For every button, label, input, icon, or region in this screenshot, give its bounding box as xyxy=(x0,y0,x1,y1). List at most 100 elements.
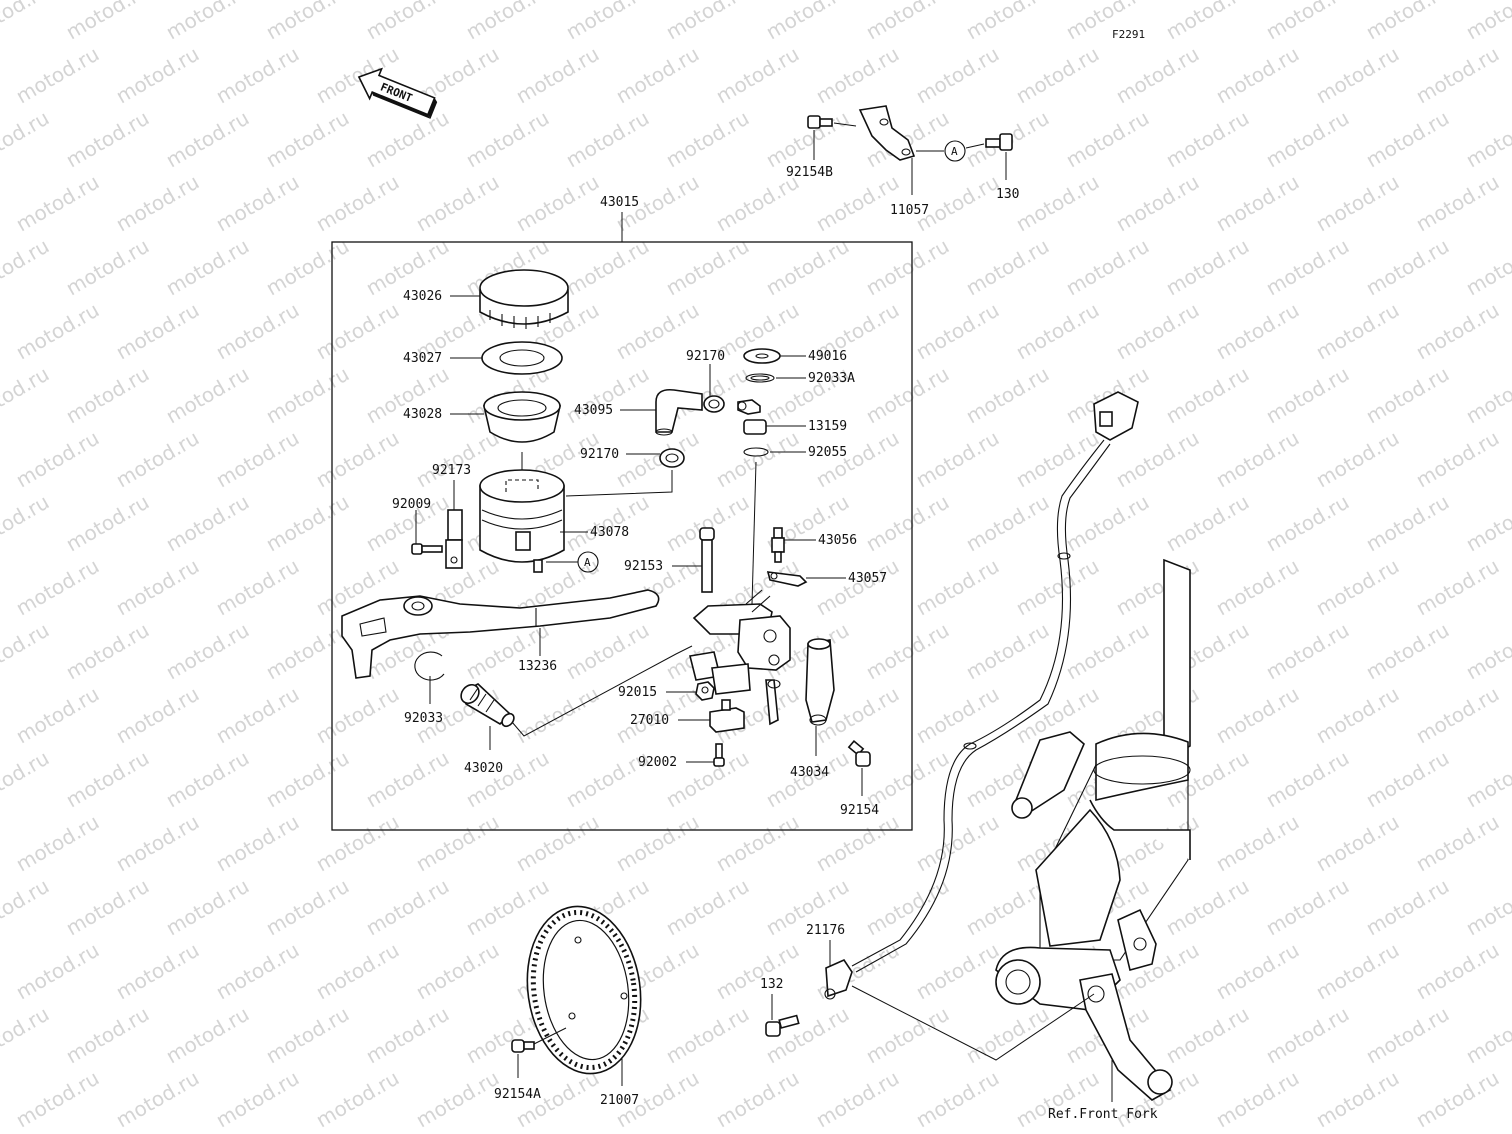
label-43028: 43028 xyxy=(403,407,442,422)
switch-27010 xyxy=(709,699,745,733)
watermark-text: motod.ru xyxy=(1312,1066,1403,1133)
watermark-text: motod.ru xyxy=(1262,874,1353,941)
watermark-text: motod.ru xyxy=(0,106,53,173)
bolt-92154A xyxy=(511,1039,535,1053)
watermark-text: motod.ru xyxy=(1012,554,1103,621)
watermark-text: motod.ru xyxy=(1212,42,1303,109)
watermark-text: motod.ru xyxy=(62,618,153,685)
watermark-text: motod.ru xyxy=(62,1002,153,1069)
holder-43034 xyxy=(805,638,835,726)
label-92154B: 92154B xyxy=(786,165,833,180)
watermark-text: motod.ru xyxy=(212,298,303,365)
screw-92009 xyxy=(411,543,443,555)
watermark-text: motod.ru xyxy=(312,810,403,877)
watermark-text: motod.ru xyxy=(1462,874,1512,941)
watermark-text: motod.ru xyxy=(62,234,153,301)
label-49016: 49016 xyxy=(808,349,847,364)
watermark-text: motod.ru xyxy=(562,106,653,173)
watermark-text: motod.ru xyxy=(562,234,653,301)
watermark-text: motod.ru xyxy=(412,170,503,237)
watermark-text: motod.ru xyxy=(1262,490,1353,557)
watermark-text: motod.ru xyxy=(0,362,53,429)
label-92009: 92009 xyxy=(392,497,431,512)
watermark-text: motod.ru xyxy=(262,618,353,685)
watermark-text: motod.ru xyxy=(12,938,103,1005)
watermark-text: motod.ru xyxy=(162,362,253,429)
watermark-text: motod.ru xyxy=(312,170,403,237)
watermark-text: motod.ru xyxy=(912,554,1003,621)
watermark-text: motod.ru xyxy=(1462,106,1512,173)
abs-sensor-21176 xyxy=(824,958,853,1000)
watermark-text: motod.ru xyxy=(562,490,653,557)
bolt-92153 xyxy=(699,527,715,593)
watermark-text: motod.ru xyxy=(12,170,103,237)
bolt-92154B xyxy=(807,115,833,129)
label-92173: 92173 xyxy=(432,463,471,478)
watermark-text: motod.ru xyxy=(612,42,703,109)
watermark-text: motod.ru xyxy=(1412,682,1503,749)
watermark-text: motod.ru xyxy=(1362,234,1453,301)
watermark-text: motod.ru xyxy=(12,298,103,365)
watermark-text: motod.ru xyxy=(1312,810,1403,877)
watermark-text: motod.ru xyxy=(562,618,653,685)
nut-92015 xyxy=(695,681,715,701)
watermark-text: motod.ru xyxy=(0,1002,53,1069)
watermark-text: motod.ru xyxy=(1312,298,1403,365)
watermark-text: motod.ru xyxy=(262,362,353,429)
watermark-text: motod.ru xyxy=(712,810,803,877)
label-92154A: 92154A xyxy=(494,1087,541,1102)
watermark-text: motod.ru xyxy=(1162,1002,1253,1069)
watermark-text: motod.ru xyxy=(862,1002,953,1069)
watermark-text: motod.ru xyxy=(1362,1002,1453,1069)
hose-clamp-92170-top xyxy=(703,395,725,413)
label-11057: 11057 xyxy=(890,203,929,218)
watermark-text: motod.ru xyxy=(962,618,1053,685)
watermark-text: motod.ru xyxy=(762,106,853,173)
watermark-text: motod.ru xyxy=(1262,234,1353,301)
watermark-text: motod.ru xyxy=(1362,362,1453,429)
watermark-text: motod.ru xyxy=(1212,298,1303,365)
abs-sensor-cable xyxy=(851,391,1139,973)
master-cylinder-body xyxy=(689,589,791,726)
watermark-text: motod.ru xyxy=(1212,938,1303,1005)
watermark-text: motod.ru xyxy=(962,362,1053,429)
watermark-text: motod.ru xyxy=(912,810,1003,877)
circlip-92033A xyxy=(745,373,775,383)
reservoir-43078 xyxy=(479,469,565,573)
watermark-text: motod.ru xyxy=(1212,426,1303,493)
watermark-text: motod.ru xyxy=(262,0,353,44)
label-92002: 92002 xyxy=(638,755,677,770)
watermark-text: motod.ru xyxy=(212,1066,303,1133)
watermark-text: motod.ru xyxy=(1262,0,1353,44)
watermark-text: motod.ru xyxy=(612,810,703,877)
fitting-13159 xyxy=(737,399,767,435)
watermark-text: motod.ru xyxy=(912,42,1003,109)
watermark-text: motod.ru xyxy=(1262,362,1353,429)
watermark-text: motod.ru xyxy=(312,682,403,749)
watermark-text: motod.ru xyxy=(12,810,103,877)
label-43027: 43027 xyxy=(403,351,442,366)
watermark-text: motod.ru xyxy=(1412,170,1503,237)
sheet-code: F2291 xyxy=(1112,28,1145,41)
watermark-text: motod.ru xyxy=(212,426,303,493)
label-27010: 27010 xyxy=(630,713,669,728)
label-13159: 13159 xyxy=(808,419,847,434)
hose-43095 xyxy=(655,388,703,436)
bolt-130 xyxy=(985,133,1013,151)
label-43078: 43078 xyxy=(590,525,629,540)
watermark-text: motod.ru xyxy=(262,1002,353,1069)
watermark-text: motod.ru xyxy=(812,42,903,109)
watermark-text: motod.ru xyxy=(562,362,653,429)
watermark-text: motod.ru xyxy=(1312,938,1403,1005)
watermark-text: motod.ru xyxy=(62,0,153,44)
watermark-text: motod.ru xyxy=(12,682,103,749)
watermark-text: motod.ru xyxy=(662,106,753,173)
watermark-text: motod.ru xyxy=(212,682,303,749)
label-92055: 92055 xyxy=(808,445,847,460)
watermark-text: motod.ru xyxy=(1412,426,1503,493)
watermark-text: motod.ru xyxy=(412,938,503,1005)
watermark-text: motod.ru xyxy=(112,1066,203,1133)
watermark-text: motod.ru xyxy=(662,0,753,44)
watermark-text: motod.ru xyxy=(862,362,953,429)
